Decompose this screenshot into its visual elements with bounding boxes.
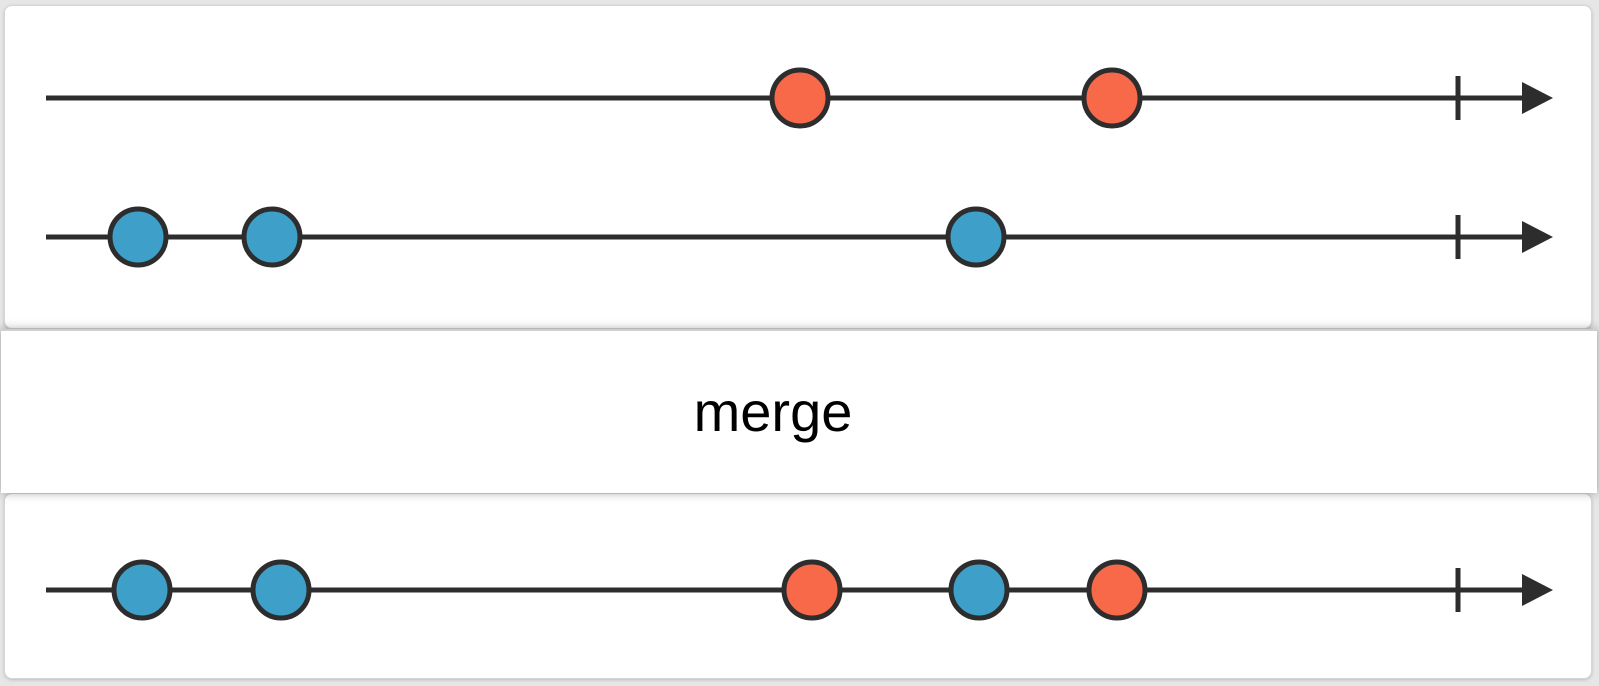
marble[interactable] [107, 206, 169, 268]
marble[interactable] [241, 206, 303, 268]
merge-operator-box: merge [1, 329, 1597, 493]
marble [781, 559, 843, 621]
marble [1086, 559, 1148, 621]
sources-panel [4, 5, 1592, 329]
marble[interactable] [945, 206, 1007, 268]
timeline-arrow-icon [1522, 221, 1553, 253]
marble [111, 559, 173, 621]
marble[interactable] [1081, 67, 1143, 129]
source-timeline-1 [0, 33, 1599, 163]
source-timeline-2 [0, 172, 1599, 302]
marble [250, 559, 312, 621]
timeline-arrow-icon [1522, 82, 1553, 114]
marble[interactable] [769, 67, 831, 129]
timeline-arrow-icon [1522, 574, 1553, 606]
operator-label: merge [693, 380, 853, 443]
output-timeline [0, 525, 1599, 655]
marble [948, 559, 1010, 621]
